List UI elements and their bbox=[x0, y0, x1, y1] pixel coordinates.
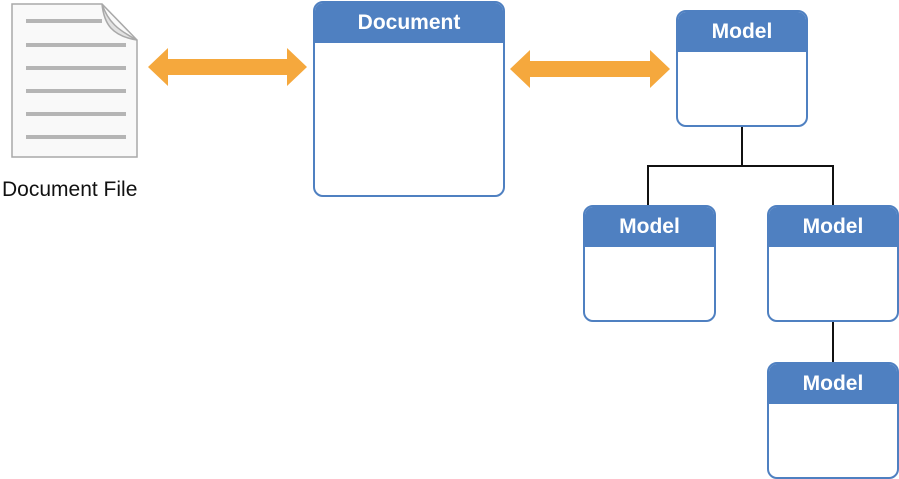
document-file-icon bbox=[11, 3, 138, 158]
model-box-title: Model bbox=[678, 12, 806, 52]
model-box-title: Model bbox=[769, 364, 897, 404]
double-arrow-document-model bbox=[510, 50, 670, 88]
model-box-title: Model bbox=[769, 207, 897, 247]
model-box-child-right: Model bbox=[767, 205, 899, 322]
model-box-grandchild: Model bbox=[767, 362, 899, 479]
document-box: Document bbox=[313, 1, 505, 197]
document-file-caption: Document File bbox=[2, 178, 138, 201]
tree-connectors bbox=[647, 126, 834, 362]
model-box-title: Model bbox=[585, 207, 714, 247]
model-box-root: Model bbox=[676, 10, 808, 127]
document-box-title: Document bbox=[315, 3, 503, 43]
model-box-child-left: Model bbox=[583, 205, 716, 322]
double-arrow-file-document bbox=[148, 48, 307, 86]
